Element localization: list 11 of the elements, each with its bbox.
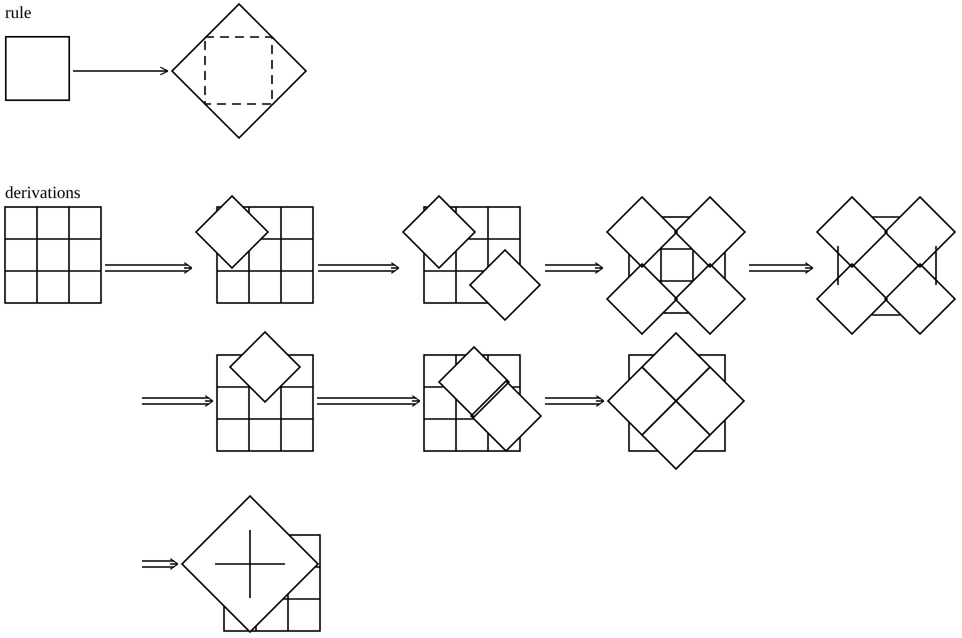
heading-text: derivations [5,184,81,201]
arrow [104,262,193,274]
arrow [73,66,169,76]
heading-text: rule [5,4,32,21]
arrow [317,262,400,274]
arrow [544,262,604,274]
arrow [748,262,814,274]
arrow [316,394,421,408]
arrow [141,394,214,408]
arrow [544,394,605,408]
arrow [141,558,179,570]
